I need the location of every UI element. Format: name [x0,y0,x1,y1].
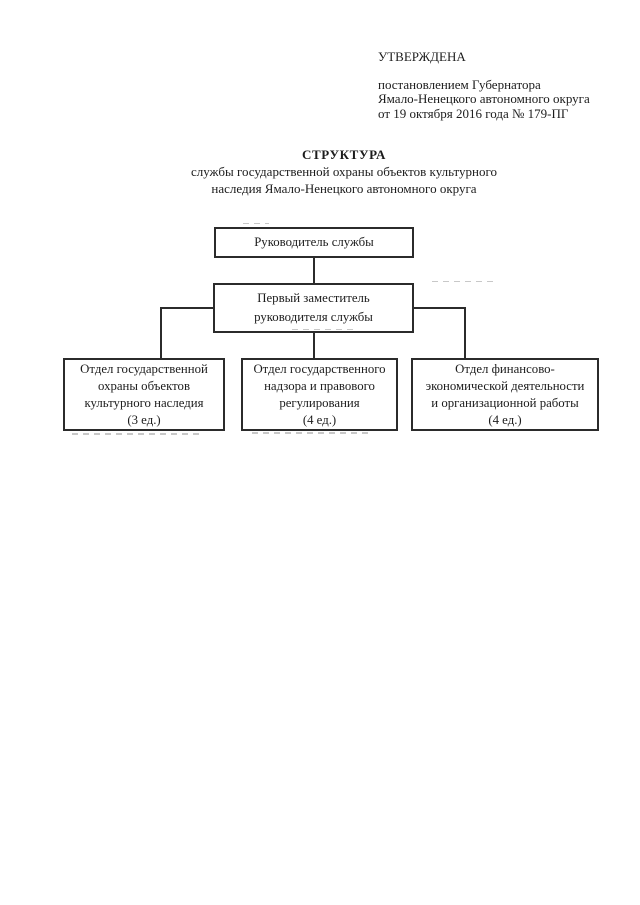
title-line: наследия Ямало-Ненецкого автономного окр… [211,181,477,196]
connector-deputy-right-horizontal [412,307,466,309]
approval-block: УТВЕРЖДЕНА постановлением Губернатора Ям… [378,49,608,121]
approval-line: постановлением Губернатора [378,76,541,92]
connector-head-to-deputy [313,256,315,285]
org-box-staff-count: (3 ед.) [127,412,161,427]
org-box-label: Отдел финансово- [455,361,555,376]
scan-artifact [432,281,498,282]
approval-heading: УТВЕРЖДЕНА [378,49,466,64]
org-box-label: и организационной работы [431,395,579,410]
org-box-staff-count: (4 ед.) [488,412,522,427]
connector-deputy-to-dept-left [160,307,162,360]
scan-artifact [243,223,269,224]
approval-line: от 19 октября 2016 года № 179-ПГ [378,105,569,121]
org-box-label: надзора и правового [264,378,375,393]
connector-deputy-to-dept-middle [313,331,315,360]
connector-deputy-left-horizontal [160,307,215,309]
title-line: службы государственной охраны объектов к… [190,164,498,179]
org-box-label: Руководитель службы [254,235,374,249]
org-box-label: руководителя службы [254,310,373,324]
document-title: СТРУКТУРА службы государственной охраны … [64,146,624,197]
org-box-label: Отдел государственной [80,361,208,376]
approval-line: Ямало-Ненецкого автономного округа [378,91,590,106]
org-box-first-deputy: Первый заместитель руководителя службы [213,283,414,333]
org-box-staff-count: (4 ед.) [302,412,337,427]
org-box-head-of-service: Руководитель службы [214,227,414,258]
scan-artifact [252,432,368,434]
org-box-dept-supervision-legal: Отдел государственного надзора и правово… [241,358,398,431]
connector-deputy-to-dept-right [464,307,466,360]
org-box-label: Первый заместитель [257,291,370,305]
org-box-label: регулирования [279,395,360,410]
title-heading: СТРУКТУРА [302,147,386,162]
scan-artifact [72,433,202,435]
scan-artifact [292,329,356,330]
org-box-dept-heritage-protection: Отдел государственной охраны объектов ку… [63,358,225,431]
org-box-dept-finance-org: Отдел финансово- экономической деятельно… [411,358,599,431]
org-box-label: экономической деятельности [425,378,585,393]
org-box-label: культурного наследия [84,395,204,410]
org-box-label: Отдел государственного [253,361,386,376]
org-box-label: охраны объектов [97,378,190,393]
